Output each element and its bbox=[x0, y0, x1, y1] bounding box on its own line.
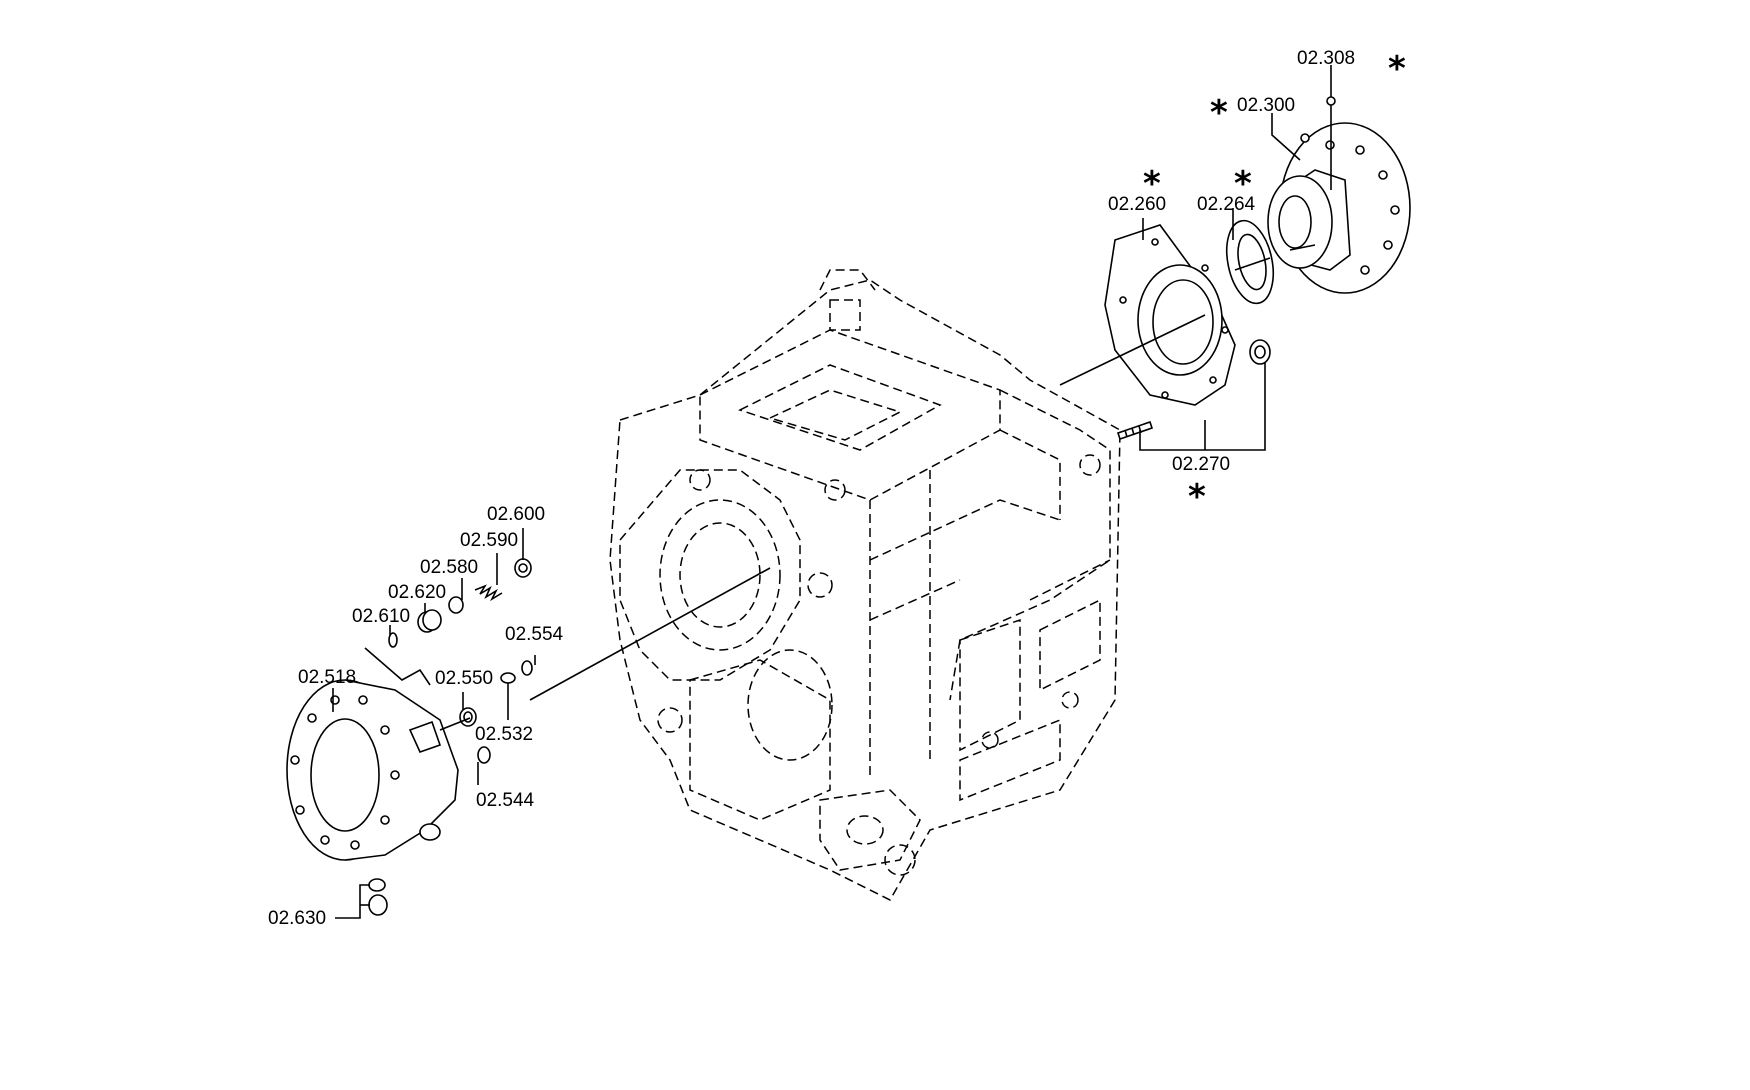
part-02-580-piston bbox=[448, 596, 464, 614]
part-02-610-ring bbox=[388, 632, 398, 648]
part-02-532-pin bbox=[500, 672, 516, 684]
label-02-554: 02.554 bbox=[505, 624, 564, 645]
part-02-600-plug bbox=[514, 558, 532, 578]
label-02-630: 02.630 bbox=[268, 908, 326, 929]
part-02-308-plug bbox=[1326, 96, 1336, 106]
part-labels: 02.308 02.300 02.260 02.264 02.270 02.60… bbox=[268, 48, 1355, 929]
asterisk-markers: * * * * * bbox=[1143, 49, 1406, 517]
part-02-544-washer bbox=[477, 746, 491, 764]
label-02-264: 02.264 bbox=[1197, 194, 1256, 215]
part-02-264-seal-ring bbox=[1225, 219, 1275, 305]
label-02-300: 02.300 bbox=[1237, 95, 1295, 116]
asterisk-02-260: * bbox=[1143, 164, 1161, 204]
part-02-270-stud bbox=[1116, 339, 1271, 441]
leader-lines-right bbox=[1059, 65, 1332, 451]
part-02-630-plug bbox=[368, 878, 388, 916]
label-02-610: 02.610 bbox=[352, 606, 410, 627]
leader-lines-left bbox=[332, 528, 771, 919]
label-02-260: 02.260 bbox=[1108, 194, 1166, 215]
part-02-554-plug bbox=[521, 660, 533, 676]
label-02-308: 02.308 bbox=[1297, 48, 1355, 69]
label-02-580: 02.580 bbox=[420, 557, 478, 578]
label-02-600: 02.600 bbox=[487, 504, 545, 525]
label-02-620: 02.620 bbox=[388, 582, 446, 603]
part-02-260-flange bbox=[1104, 224, 1236, 406]
label-02-544: 02.544 bbox=[476, 790, 535, 811]
asterisk-02-308: * bbox=[1388, 49, 1406, 89]
part-02-590-spring bbox=[474, 584, 503, 602]
part-02-620-bushing bbox=[417, 609, 442, 633]
part-02-550-washer bbox=[459, 707, 477, 727]
transmission-housing bbox=[609, 269, 1121, 901]
label-02-518: 02.518 bbox=[298, 667, 356, 688]
label-02-550: 02.550 bbox=[435, 668, 493, 689]
part-02-518-housing bbox=[286, 679, 459, 861]
asterisk-02-300: * bbox=[1210, 93, 1228, 133]
label-02-270: 02.270 bbox=[1172, 454, 1230, 475]
asterisk-02-270: * bbox=[1188, 477, 1206, 517]
asterisk-02-264: * bbox=[1234, 164, 1252, 204]
label-02-532: 02.532 bbox=[475, 724, 533, 745]
label-02-590: 02.590 bbox=[460, 530, 518, 551]
part-02-300-cover bbox=[1267, 122, 1411, 294]
